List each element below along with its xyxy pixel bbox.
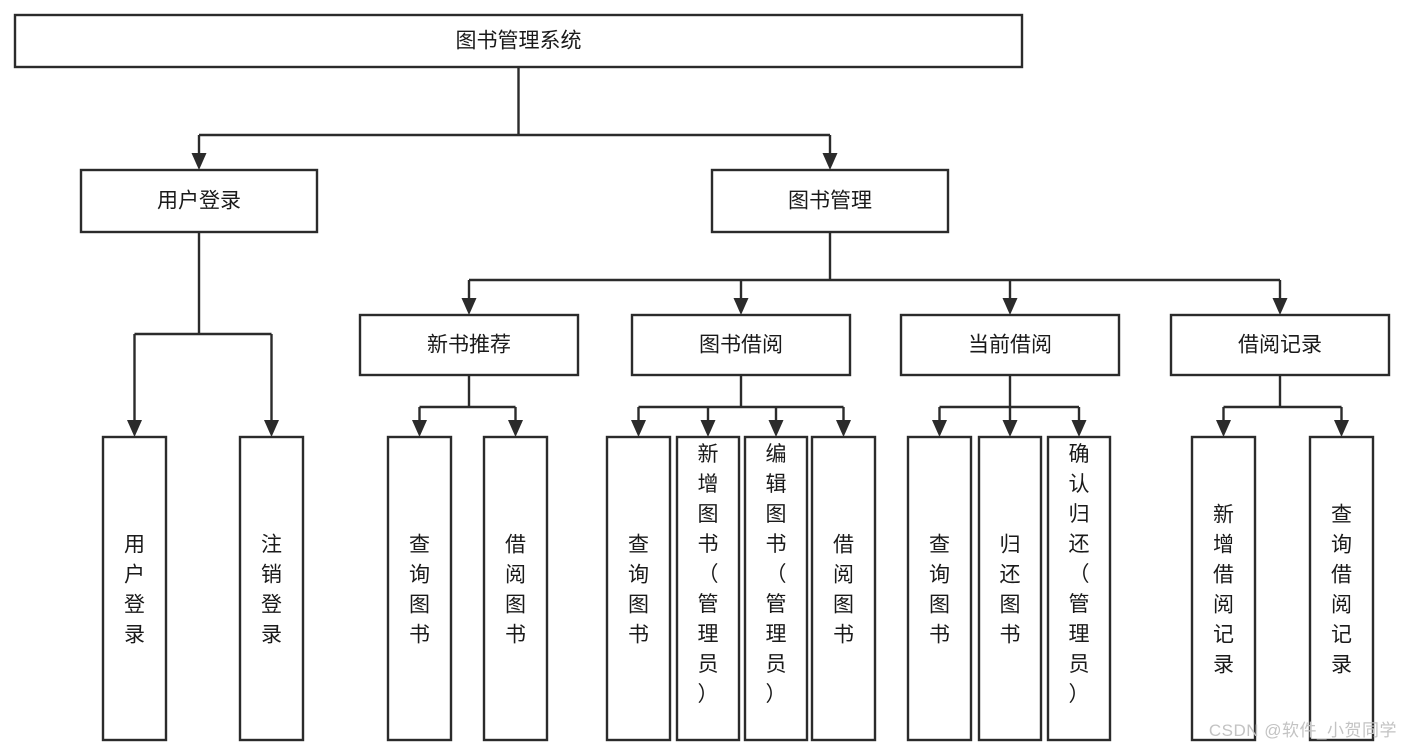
- connector-layer: [127, 67, 1349, 437]
- level2-node-user-login[interactable]: 用户登录: [79, 168, 319, 234]
- node-layer: 图书管理系统用户登录图书管理新书推荐图书借阅当前借阅借阅记录用户登录注销登录查询…: [13, 13, 1391, 742]
- node-rect[interactable]: [79, 168, 319, 234]
- node-rect[interactable]: [386, 435, 453, 742]
- arrow-head-icon: [264, 420, 279, 437]
- node-label: 当前借阅: [968, 334, 1052, 357]
- arrow-head-icon: [822, 153, 838, 170]
- level3-node-new-book-recommend[interactable]: 新书推荐: [358, 313, 580, 377]
- leaf-label: 借阅图书: [505, 534, 526, 647]
- csdn-watermark: CSDN @软件_小贺同学: [1208, 721, 1397, 740]
- arrow-head-icon: [631, 420, 646, 437]
- leaf-node-leaf-query-record[interactable]: 查询借阅记录: [1308, 435, 1375, 742]
- node-rect[interactable]: [1190, 435, 1257, 742]
- leaf-node-leaf-query-book-3[interactable]: 查询图书: [906, 435, 973, 742]
- arrow-head-icon: [1071, 420, 1087, 437]
- leaf-label: 确认归还（管理员）: [1069, 443, 1090, 706]
- leaf-node-leaf-add-record[interactable]: 新增借阅记录: [1190, 435, 1257, 742]
- connector-group: [631, 375, 851, 437]
- arrow-head-icon: [461, 298, 477, 315]
- arrow-head-icon: [1334, 420, 1349, 437]
- arrow-head-icon: [1002, 298, 1018, 315]
- leaf-node-leaf-query-book-1[interactable]: 查询图书: [386, 435, 453, 742]
- node-rect[interactable]: [1169, 313, 1391, 377]
- node-rect[interactable]: [810, 435, 877, 742]
- node-rect[interactable]: [482, 435, 549, 742]
- node-rect[interactable]: [675, 435, 741, 742]
- arrow-head-icon: [1272, 298, 1288, 315]
- node-rect[interactable]: [1046, 435, 1112, 742]
- node-rect[interactable]: [743, 435, 809, 742]
- node-rect[interactable]: [906, 435, 973, 742]
- leaf-label: 注销登录: [261, 534, 282, 647]
- leaf-node-leaf-return-book[interactable]: 归还图书: [977, 435, 1043, 742]
- arrow-head-icon: [508, 420, 523, 437]
- arrow-head-icon: [127, 420, 142, 437]
- arrow-head-icon: [1216, 420, 1231, 437]
- level3-node-book-borrow[interactable]: 图书借阅: [630, 313, 852, 377]
- connector-group: [127, 232, 279, 437]
- connector-group: [1216, 375, 1349, 437]
- node-rect[interactable]: [605, 435, 672, 742]
- root-node-root[interactable]: 图书管理系统: [13, 13, 1024, 69]
- leaf-node-leaf-add-book[interactable]: 新增图书（管理员）: [675, 435, 741, 742]
- node-rect[interactable]: [238, 435, 305, 742]
- node-rect[interactable]: [101, 435, 168, 742]
- node-rect[interactable]: [899, 313, 1121, 377]
- connector-group: [191, 67, 838, 170]
- leaf-label: 新增借阅记录: [1213, 504, 1234, 677]
- arrow-head-icon: [191, 153, 207, 170]
- leaf-node-leaf-confirm-return[interactable]: 确认归还（管理员）: [1046, 435, 1112, 742]
- leaf-label: 归还图书: [1000, 534, 1021, 647]
- node-label: 用户登录: [157, 190, 241, 213]
- leaf-label: 用户登录: [124, 534, 145, 647]
- arrow-head-icon: [700, 420, 716, 437]
- node-rect[interactable]: [358, 313, 580, 377]
- node-label: 图书管理: [788, 190, 872, 213]
- leaf-label: 新增图书（管理员）: [698, 443, 719, 706]
- node-label: 图书借阅: [699, 334, 783, 357]
- node-rect[interactable]: [1308, 435, 1375, 742]
- node-rect[interactable]: [977, 435, 1043, 742]
- leaf-label: 查询图书: [628, 534, 649, 647]
- leaf-node-leaf-borrow-book-2[interactable]: 借阅图书: [810, 435, 877, 742]
- level3-node-current-borrow[interactable]: 当前借阅: [899, 313, 1121, 377]
- leaf-node-leaf-edit-book[interactable]: 编辑图书（管理员）: [743, 435, 809, 742]
- node-rect[interactable]: [13, 13, 1024, 69]
- connector-group: [461, 232, 1288, 315]
- leaf-node-leaf-user-login[interactable]: 用户登录: [101, 435, 168, 742]
- node-rect[interactable]: [630, 313, 852, 377]
- leaf-node-leaf-query-book-2[interactable]: 查询图书: [605, 435, 672, 742]
- connector-group: [412, 375, 523, 437]
- leaf-label: 查询图书: [409, 534, 430, 647]
- leaf-node-leaf-logout[interactable]: 注销登录: [238, 435, 305, 742]
- level2-node-book-manage[interactable]: 图书管理: [710, 168, 950, 234]
- leaf-label: 查询图书: [929, 534, 950, 647]
- leaf-label: 编辑图书（管理员）: [766, 443, 787, 706]
- connector-group: [932, 375, 1087, 437]
- leaf-label: 查询借阅记录: [1331, 504, 1352, 677]
- leaf-label: 借阅图书: [833, 534, 854, 647]
- node-label: 图书管理系统: [456, 30, 582, 53]
- node-label: 借阅记录: [1238, 334, 1322, 357]
- arrow-head-icon: [733, 298, 749, 315]
- node-label: 新书推荐: [427, 334, 511, 357]
- arrow-head-icon: [768, 420, 784, 437]
- arrow-head-icon: [412, 420, 427, 437]
- arrow-head-icon: [932, 420, 947, 437]
- level3-node-borrow-record[interactable]: 借阅记录: [1169, 313, 1391, 377]
- node-rect[interactable]: [710, 168, 950, 234]
- arrow-head-icon: [1002, 420, 1018, 437]
- leaf-node-leaf-borrow-book-1[interactable]: 借阅图书: [482, 435, 549, 742]
- arrow-head-icon: [836, 420, 851, 437]
